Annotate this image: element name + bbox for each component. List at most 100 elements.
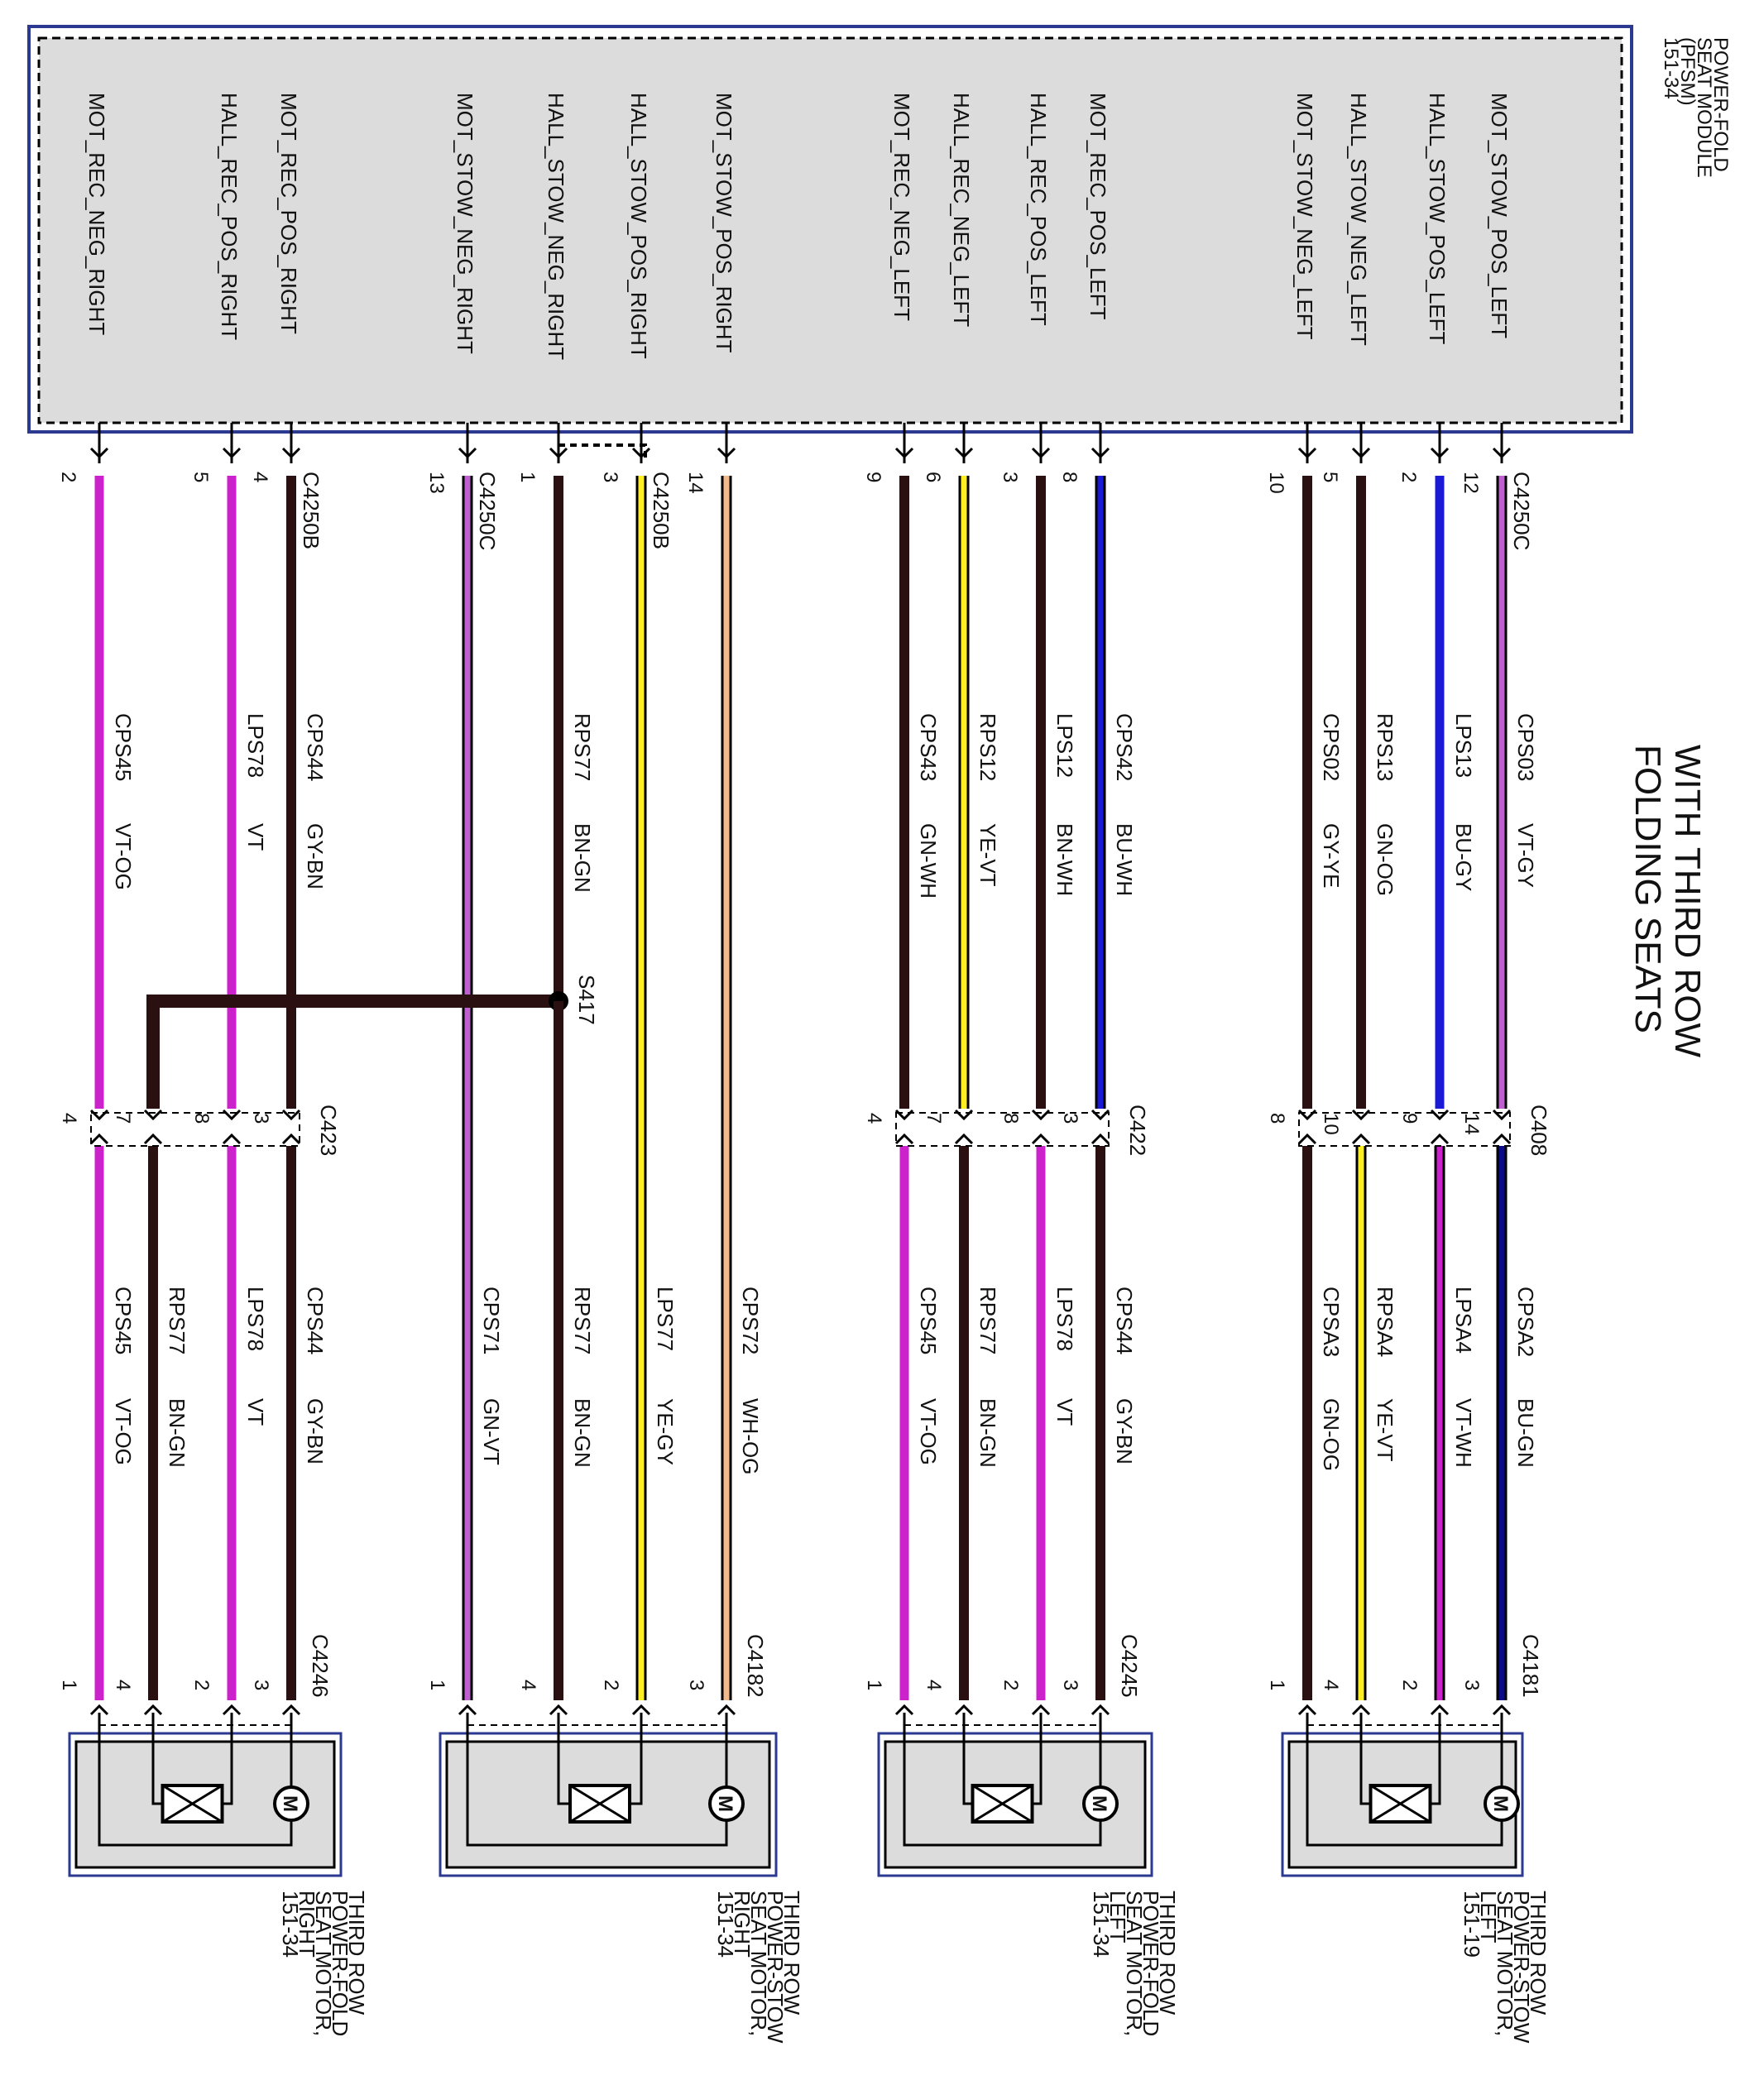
wire-circuit-label: RPSA4 — [1373, 1287, 1397, 1357]
component-label-line: POWER-FOLD — [328, 1891, 352, 2036]
motor-return-lead — [466, 1713, 728, 1847]
component-pin-number: 4 — [517, 1680, 539, 1690]
inline-pin-number: 7 — [923, 1113, 945, 1124]
component-label-line: SEAT MOTOR, — [311, 1891, 336, 2036]
wire-color-label: VT — [243, 1398, 268, 1426]
component-label-line: SEAT MOTOR, — [746, 1891, 771, 2036]
wire-color-label: VT — [243, 823, 268, 851]
component-pin-arrow — [222, 1704, 242, 1716]
wire-circuit-label: CPS44 — [303, 1287, 328, 1354]
inline-pin-arrow — [1297, 1133, 1317, 1145]
module-pin-arrow — [458, 447, 477, 459]
inline-connector-frame — [895, 1112, 1110, 1147]
module-connector-label: C4250B — [299, 472, 324, 549]
wire-color-label: GY-BN — [303, 1398, 328, 1464]
module-label-line: SEAT MODULE — [1693, 37, 1715, 178]
inline-pin-number: 7 — [112, 1113, 134, 1124]
inline-pin-number: 4 — [863, 1113, 885, 1124]
module-pin-name: HALL_REC_POS_LEFT — [1026, 93, 1051, 326]
wire-circuit-label: LPS77 — [653, 1287, 678, 1351]
component-connector-label: C4182 — [743, 1634, 768, 1698]
inline-connector-label: C423 — [316, 1105, 341, 1156]
component-pin-number: 1 — [426, 1680, 448, 1690]
module-label-line: 151-34 — [1660, 37, 1682, 99]
module-pin-number: 12 — [1460, 472, 1482, 494]
hall-lead — [151, 1713, 163, 1805]
inline-pin-arrow — [954, 1109, 974, 1121]
module-pin-arrow — [1031, 447, 1051, 459]
inline-pin-number: 8 — [1266, 1113, 1288, 1124]
component-pin-number: 2 — [600, 1680, 622, 1690]
component-pin-arrow — [954, 1704, 974, 1716]
inline-pin-number: 3 — [1059, 1113, 1081, 1124]
module-pin-name: HALL_STOW_NEG_RIGHT — [544, 93, 568, 360]
wire-circuit-label: LPS12 — [1052, 713, 1077, 778]
component-pin-number: 4 — [1320, 1680, 1342, 1690]
inline-connector-frame — [90, 1112, 300, 1147]
component-label-line: 151-19 — [1460, 1891, 1484, 1958]
module-pin-name: MOT_REC_POS_LEFT — [1086, 93, 1110, 320]
wire-circuit-label: CPS42 — [1112, 713, 1137, 781]
title-line-2: FOLDING SEATS — [1627, 745, 1668, 1033]
wire-circuit-label: CPS45 — [111, 713, 136, 781]
wire-circuit-label: CPS44 — [303, 713, 328, 781]
component-label-line: LEFT — [1476, 1891, 1501, 1944]
inline-pin-number: 14 — [1460, 1113, 1483, 1135]
wire-color-label: GN-WH — [916, 823, 941, 899]
wire-color-label: BN-GN — [570, 1398, 595, 1468]
inline-connector-label: C422 — [1125, 1105, 1150, 1156]
inline-pin-arrow — [222, 1133, 242, 1145]
module-pin-name: MOT_STOW_POS_LEFT — [1487, 93, 1512, 338]
inline-pin-arrow — [143, 1133, 163, 1145]
module-pin-name: HALL_STOW_NEG_LEFT — [1346, 93, 1371, 346]
component-pin-number: 3 — [1460, 1680, 1483, 1690]
component-pin-arrow — [894, 1704, 914, 1716]
wire-circuit-label: LPS78 — [1052, 1287, 1077, 1351]
module-pin-number: 4 — [249, 472, 271, 482]
inline-pin-arrow — [1492, 1109, 1512, 1121]
inline-pin-number: 10 — [1320, 1113, 1342, 1135]
motor-return-lead — [1306, 1713, 1503, 1847]
wire-color-label: VT-WH — [1451, 1398, 1476, 1468]
wire-color-label: YE-GY — [653, 1398, 678, 1465]
wire-circuit-label: RPS12 — [975, 713, 1000, 781]
wire-color-label: BN-GN — [165, 1398, 189, 1468]
module-pin-name: MOT_REC_NEG_RIGHT — [84, 93, 109, 335]
component-label-line: POWER-STOW — [1509, 1891, 1534, 2044]
wire-color-label: GY-YE — [1319, 823, 1344, 889]
motor-symbol: M — [1489, 1795, 1512, 1812]
hall-lead — [1032, 1713, 1043, 1805]
wire-color-label: VT-OG — [916, 1398, 941, 1465]
component-label-line: 151-34 — [713, 1891, 738, 1958]
motor-symbol: M — [279, 1795, 301, 1812]
inline-pin-arrow — [1351, 1133, 1371, 1145]
module-pin-arrow — [717, 447, 736, 459]
component-outer-frame — [68, 1732, 343, 1877]
hall-lead — [1359, 1713, 1371, 1805]
module-pin-number: 5 — [1319, 472, 1341, 482]
wires — [94, 423, 1508, 1700]
module-pin-name: MOT_REC_POS_RIGHT — [276, 93, 301, 334]
wire-color-label: GN-OG — [1319, 1398, 1344, 1471]
component-pin-arrow — [1297, 1704, 1317, 1716]
module-label-line: (PFSM) — [1676, 37, 1699, 106]
component-label-line: 151-34 — [1089, 1891, 1114, 1958]
wire-circuit-label: RPS13 — [1373, 713, 1397, 781]
component-outer-frame — [439, 1732, 778, 1877]
module-pin-arrow — [1492, 447, 1512, 459]
wire-circuit-label: CPSA3 — [1319, 1287, 1344, 1357]
module-pin-arrow — [1351, 447, 1371, 459]
wire-circuit-label: CPS72 — [738, 1287, 763, 1354]
power-fold-seat-module: POWER-FOLD SEAT MODULE (PFSM) 151-34 — [27, 25, 1732, 434]
module-outer-frame — [27, 25, 1633, 434]
wire-color-label: GY-BN — [303, 823, 328, 889]
component-pin-arrow — [717, 1704, 736, 1716]
inline-pin-number: 9 — [1398, 1113, 1421, 1124]
hall-lead — [962, 1713, 973, 1805]
inline-pin-number: 3 — [250, 1113, 272, 1124]
module-label-line: POWER-FOLD — [1709, 37, 1732, 172]
